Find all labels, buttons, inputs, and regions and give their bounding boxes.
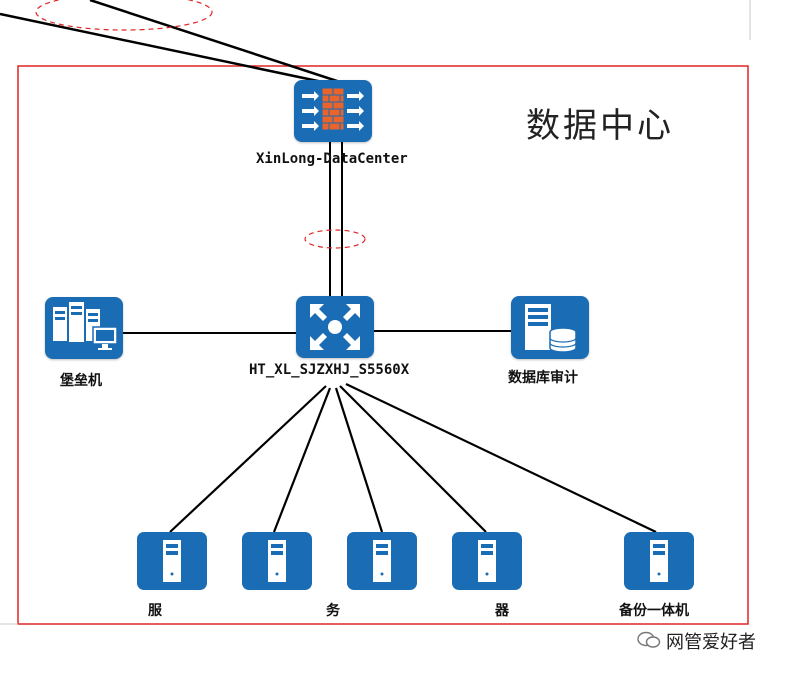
db-audit-label: 数据库审计	[508, 370, 578, 386]
switch-backup-line	[345, 383, 657, 533]
server-icon	[268, 540, 286, 582]
server-icon	[650, 540, 668, 582]
db-audit-node[interactable]	[511, 296, 589, 359]
datacenter-boundary	[17, 65, 749, 625]
server-node-2[interactable]	[242, 532, 312, 590]
uplink-line-1	[89, 0, 341, 84]
server-icon	[478, 540, 496, 582]
server-label-1: 服	[148, 603, 162, 619]
wechat-icon	[637, 631, 661, 648]
switch-server3-line	[334, 387, 384, 533]
switch-server4-line	[339, 385, 487, 533]
switch-server1-line	[169, 385, 327, 533]
switch-icon	[310, 304, 360, 350]
server-icon	[163, 540, 181, 582]
core-switch-node[interactable]	[296, 296, 374, 358]
backup-appliance-node[interactable]	[624, 532, 694, 590]
core-switch-label: HT_XL_SJZXHJ_S5560X	[249, 362, 410, 378]
bastion-label: 堡垒机	[60, 373, 102, 389]
backup-appliance-label: 备份一体机	[619, 603, 689, 619]
firewall-node[interactable]	[294, 80, 372, 142]
watermark-text: 网管爱好者	[666, 632, 756, 653]
server-node-1[interactable]	[137, 532, 207, 590]
server-node-4[interactable]	[452, 532, 522, 590]
uplink-marker	[35, 0, 213, 31]
server-label-2: 务	[326, 603, 340, 619]
aggregation-marker	[304, 229, 366, 249]
server-node-3[interactable]	[347, 532, 417, 590]
firewall-icon	[302, 87, 364, 131]
bastion-node[interactable]	[45, 297, 123, 359]
server-label-3: 器	[495, 603, 509, 619]
uplink-line-2	[0, 12, 333, 86]
firewall-label: XinLong-DataCenter	[256, 151, 408, 167]
database-audit-icon	[525, 304, 577, 353]
server-icon	[373, 540, 391, 582]
datacenter-title: 数据中心	[526, 106, 674, 146]
bastion-host-icon	[53, 302, 118, 350]
switch-server2-line	[272, 387, 332, 533]
